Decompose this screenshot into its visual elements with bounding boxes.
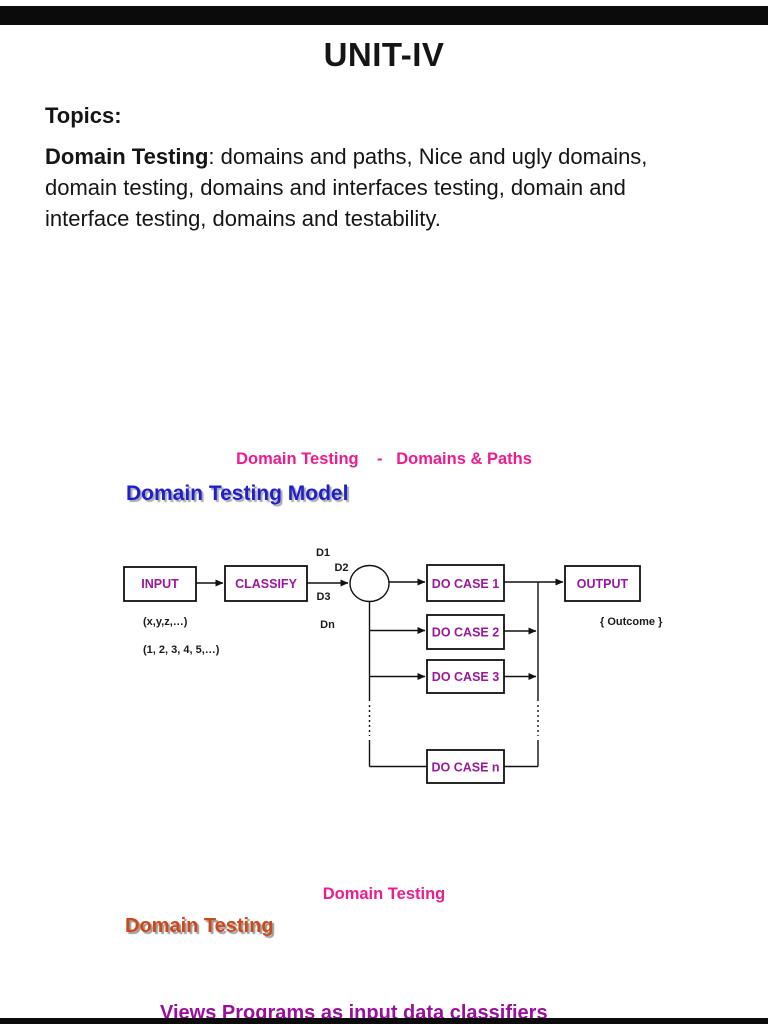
section-heading-domains-paths: Domain Testing - Domains & Paths (236, 450, 532, 468)
do-case-2-label: DO CASE 2 (432, 626, 499, 640)
topics-paragraph: Domain Testing: domains and paths, Nice … (45, 141, 705, 234)
domain-label-d1: D1 (316, 547, 330, 559)
classify-box: CLASSIFY (224, 565, 308, 602)
connector-lines (196, 578, 564, 768)
section-heading-domain-testing: Domain Testing (322, 885, 446, 903)
input-box: INPUT (123, 566, 197, 602)
output-box: OUTPUT (564, 565, 641, 602)
output-box-label: OUTPUT (577, 577, 629, 591)
input-box-label: INPUT (141, 577, 179, 591)
do-case-1-box: DO CASE 1 (426, 564, 505, 602)
do-case-n-label: DO CASE n (431, 761, 499, 775)
topics-label: Topics: (45, 103, 122, 128)
domain-label-dn: Dn (320, 619, 335, 631)
do-case-2-box: DO CASE 2 (426, 614, 505, 650)
domain-testing-subheading: Domain Testing (125, 915, 274, 937)
do-case-1-label: DO CASE 1 (432, 577, 499, 591)
domain-testing-model-heading: Domain Testing Model (126, 482, 349, 505)
page-title: UNIT-IV (323, 36, 445, 73)
do-case-3-box: DO CASE 3 (426, 659, 505, 694)
domain-label-d3: D3 (316, 591, 330, 603)
do-case-n-box: DO CASE n (426, 749, 505, 784)
paragraph-line-3: interface testing, domains and testabili… (45, 206, 441, 231)
domain-testing-model-diagram: INPUT CLASSIFY DO CASE 1 DO CASE 2 DO CA… (123, 547, 663, 784)
paragraph-line-1-rest: : domains and paths, Nice and ugly domai… (208, 144, 648, 169)
outcome-label: { Outcome } (600, 616, 663, 628)
do-case-3-label: DO CASE 3 (432, 670, 499, 684)
classify-box-label: CLASSIFY (235, 577, 297, 591)
input-example-xyz: (x,y,z,…) (143, 616, 188, 628)
input-example-numbers: (1, 2, 3, 4, 5,…) (143, 644, 220, 656)
page-divider-top (0, 6, 768, 25)
paragraph-bold-term: Domain Testing (45, 144, 209, 169)
classifier-node (349, 564, 390, 603)
page-divider-bottom (0, 1018, 768, 1024)
paragraph-line-1: Domain Testing: domains and paths, Nice … (45, 141, 705, 172)
domain-label-d2: D2 (334, 562, 348, 574)
paragraph-line-2: domain testing, domains and interfaces t… (45, 175, 626, 200)
